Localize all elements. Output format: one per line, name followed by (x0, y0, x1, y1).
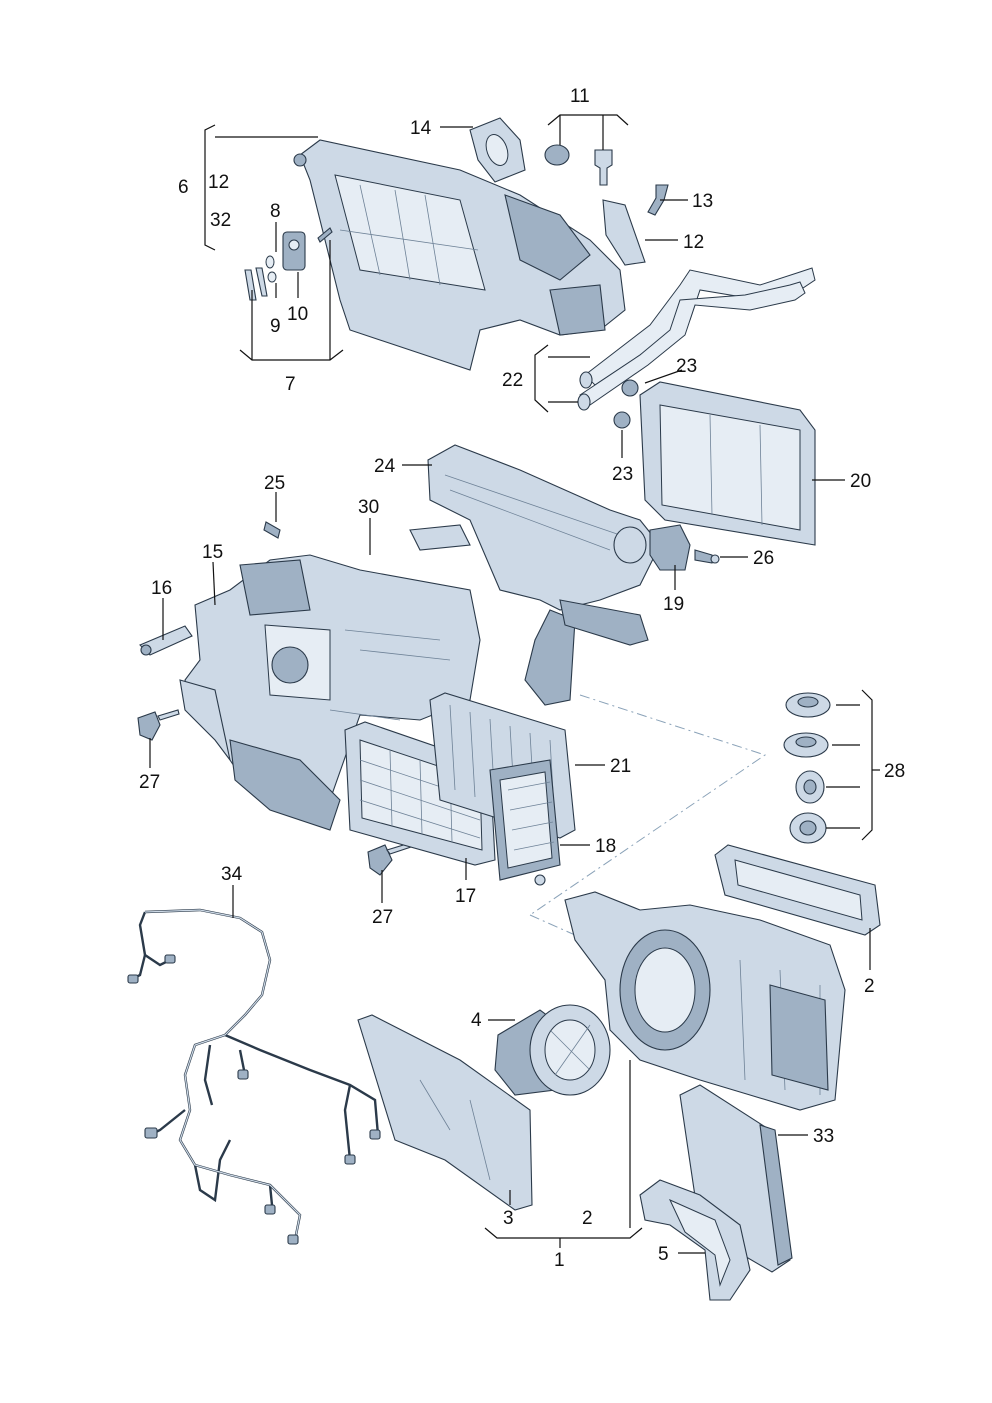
rubber-mount-part-d (789, 812, 827, 844)
callout-2-seal: 2 (864, 976, 875, 997)
callout-2-assembly: 2 (582, 1208, 593, 1229)
callout-4: 4 (471, 1010, 482, 1031)
flap-control-assembly-part (409, 444, 661, 706)
callout-27-lower: 27 (372, 907, 393, 928)
frame-seal-part (714, 844, 881, 936)
mounting-bracket-part (139, 625, 193, 656)
callout-7: 7 (285, 374, 296, 395)
callout-20: 20 (850, 471, 871, 492)
callout-25: 25 (264, 473, 285, 494)
callout-1: 1 (554, 1250, 565, 1271)
callout-18: 18 (595, 836, 616, 857)
insulation-panel-part (357, 1014, 533, 1211)
blower-housing-part (564, 891, 846, 1111)
callout-9: 9 (270, 316, 281, 337)
pipe-clamp-part (613, 379, 639, 429)
callout-13: 13 (692, 191, 713, 212)
servo-motor-part (613, 524, 691, 571)
upper-housing-part (293, 139, 626, 371)
screw-part (694, 549, 720, 564)
callout-33: 33 (813, 1126, 834, 1147)
callout-3: 3 (503, 1208, 514, 1229)
sensor-part-upper (137, 709, 180, 741)
callout-19: 19 (663, 594, 684, 615)
callout-24: 24 (374, 456, 396, 477)
callout-27-upper: 27 (139, 772, 160, 793)
heat-exchanger-part (639, 381, 816, 546)
leader-lines (149, 114, 880, 1254)
callout-17: 17 (455, 886, 476, 907)
callout-30: 30 (358, 497, 379, 518)
assembly-dash-lines (529, 694, 767, 936)
callout-14: 14 (410, 118, 432, 139)
main-housing-part (179, 554, 481, 831)
callout-10: 10 (287, 304, 308, 325)
callout-32: 32 (210, 210, 231, 231)
callout-15: 15 (202, 542, 223, 563)
callout-5: 5 (658, 1244, 669, 1265)
rubber-mount-part-a (785, 692, 831, 718)
heater-core-part (489, 759, 561, 886)
retaining-clip-part (263, 521, 281, 539)
expansion-valve-part (244, 227, 333, 301)
callout-12-in-6: 12 (208, 172, 229, 193)
callout-23-upper: 23 (676, 356, 697, 377)
blower-motor-part (494, 1004, 611, 1096)
callout-22: 22 (502, 370, 523, 391)
air-duct-part (639, 1179, 751, 1301)
callout-26: 26 (753, 548, 774, 569)
callout-23-lower: 23 (612, 464, 633, 485)
temperature-sensor-part (647, 184, 669, 216)
callout-8: 8 (270, 201, 281, 222)
air-flap-part (602, 199, 646, 266)
callout-labels: 6 12 32 8 9 10 7 14 11 13 12 22 23 23 20… (139, 86, 905, 1271)
rubber-mount-part-c (795, 770, 825, 804)
clip-and-sensor-part (544, 144, 613, 186)
callout-16: 16 (151, 578, 172, 599)
grommet-seal-part (469, 117, 526, 183)
coolant-pipes-part (577, 267, 816, 411)
callout-28: 28 (884, 761, 905, 782)
callout-21: 21 (610, 756, 631, 777)
rubber-mount-part-b (783, 732, 829, 758)
wiring-harness-part (127, 908, 381, 1245)
callout-12-flap: 12 (683, 232, 704, 253)
callout-6: 6 (178, 177, 189, 198)
callout-11: 11 (570, 86, 590, 107)
sensor-part-lower (367, 842, 412, 876)
callout-34: 34 (221, 864, 243, 885)
